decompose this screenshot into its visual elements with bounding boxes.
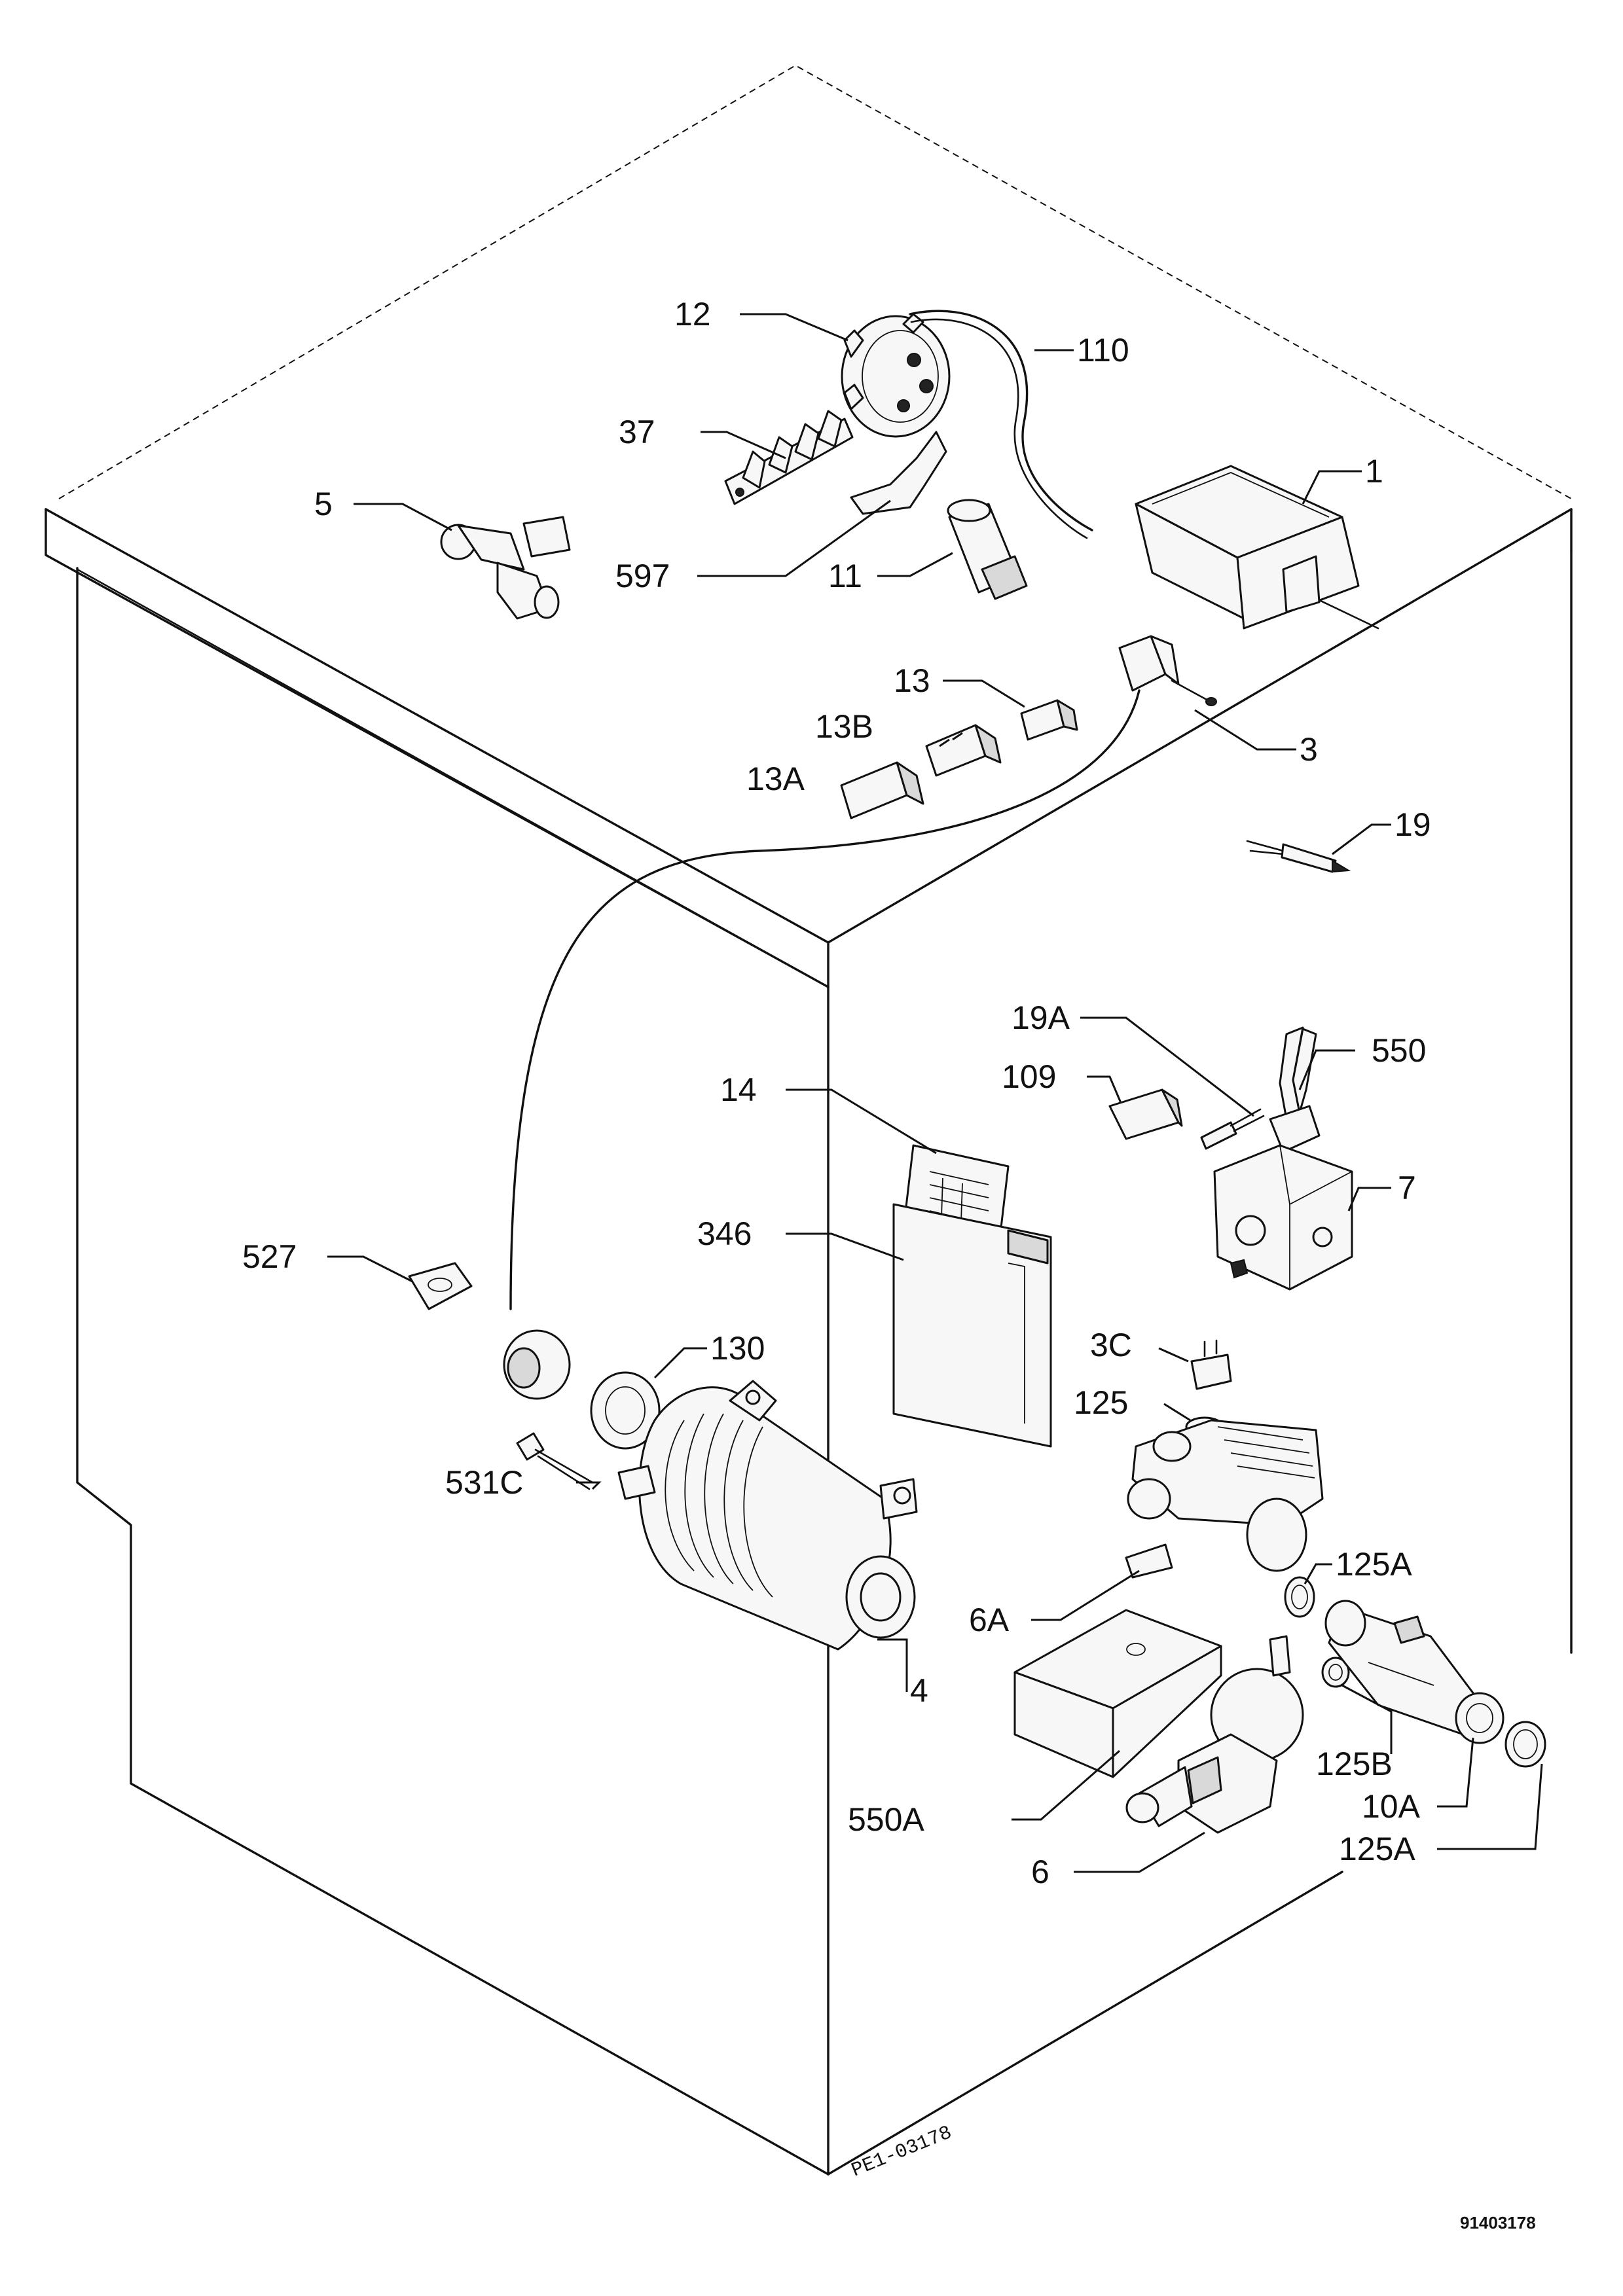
hose-connector-part-10A xyxy=(1324,1600,1504,1744)
label-6: 6 xyxy=(1031,1854,1049,1890)
screw-part-531C xyxy=(516,1432,594,1490)
appliance-cabinet xyxy=(45,64,1573,2176)
terminal-block-part-37 xyxy=(724,410,854,505)
label-19A: 19A xyxy=(1012,999,1070,1036)
pump-motor-part-4 xyxy=(617,1380,918,1651)
connector-part-13A xyxy=(840,761,924,819)
connector-part-5 xyxy=(440,516,571,620)
label-125A-top: 125A xyxy=(1336,1546,1412,1583)
seal-ring-part-125A-bottom xyxy=(1504,1721,1546,1768)
label-3C: 3C xyxy=(1090,1327,1132,1363)
label-125B: 125B xyxy=(1316,1746,1393,1782)
label-125A-bottom: 125A xyxy=(1339,1831,1415,1867)
label-3: 3 xyxy=(1300,731,1318,768)
document-code: 91403178 xyxy=(1460,2213,1536,2233)
hose-part-110 xyxy=(909,310,1093,539)
label-109: 109 xyxy=(1002,1058,1056,1095)
label-5: 5 xyxy=(314,486,333,522)
bracket-part-597 xyxy=(850,431,947,515)
label-19: 19 xyxy=(1395,806,1431,843)
label-6A: 6A xyxy=(969,1602,1010,1638)
label-550: 550 xyxy=(1372,1032,1426,1069)
label-550A: 550A xyxy=(848,1801,924,1838)
label-1: 1 xyxy=(1365,453,1383,490)
connector-part-13B xyxy=(925,724,1002,777)
pump-housing-part-6A xyxy=(1125,1419,1324,1579)
capacitor-part-11 xyxy=(947,499,1028,600)
label-37: 37 xyxy=(619,414,655,450)
label-531C: 531C xyxy=(445,1464,524,1501)
label-4: 4 xyxy=(910,1672,928,1709)
drain-pump-part-6 xyxy=(1125,1635,1304,1834)
label-12: 12 xyxy=(674,296,711,332)
label-13: 13 xyxy=(894,662,930,699)
label-13B: 13B xyxy=(815,708,873,745)
pressure-switch-part-12 xyxy=(841,313,951,438)
pressure-sensor-part-3C xyxy=(1190,1339,1232,1390)
control-body-part-7 xyxy=(1213,1144,1353,1291)
label-346: 346 xyxy=(697,1215,752,1252)
clip-part-109 xyxy=(1108,1088,1183,1140)
part-labels: 12 110 37 1 5 597 11 13 13B 3 13A 19 19A… xyxy=(242,296,1431,1890)
grommet-part-130 xyxy=(590,1371,661,1450)
seal-part-125B xyxy=(1321,1657,1350,1688)
leader-lines xyxy=(327,313,1543,1873)
label-125: 125 xyxy=(1074,1384,1128,1421)
label-10A: 10A xyxy=(1362,1788,1421,1825)
housing-part-346 xyxy=(892,1203,1052,1448)
label-13A: 13A xyxy=(746,761,805,797)
connector-part-13 xyxy=(1020,699,1078,741)
label-130: 130 xyxy=(710,1330,765,1367)
heater-cover-part-550A xyxy=(1013,1609,1222,1778)
label-597: 597 xyxy=(615,558,670,594)
clip-part-527 xyxy=(408,1262,473,1310)
sensor-part-19 xyxy=(1246,840,1351,873)
label-7: 7 xyxy=(1398,1170,1416,1206)
label-110: 110 xyxy=(1077,332,1129,368)
label-11: 11 xyxy=(828,558,862,594)
heater-part-550 xyxy=(1269,1026,1321,1153)
door-switch-part-3 xyxy=(509,635,1217,1310)
label-14: 14 xyxy=(720,1071,757,1108)
sensor-part-19A xyxy=(1200,1108,1265,1150)
cable-grommet xyxy=(503,1329,571,1400)
timer-unit-part-1 xyxy=(1135,465,1379,630)
label-527: 527 xyxy=(242,1238,297,1275)
seal-ring-part-125A-top xyxy=(1284,1576,1315,1618)
